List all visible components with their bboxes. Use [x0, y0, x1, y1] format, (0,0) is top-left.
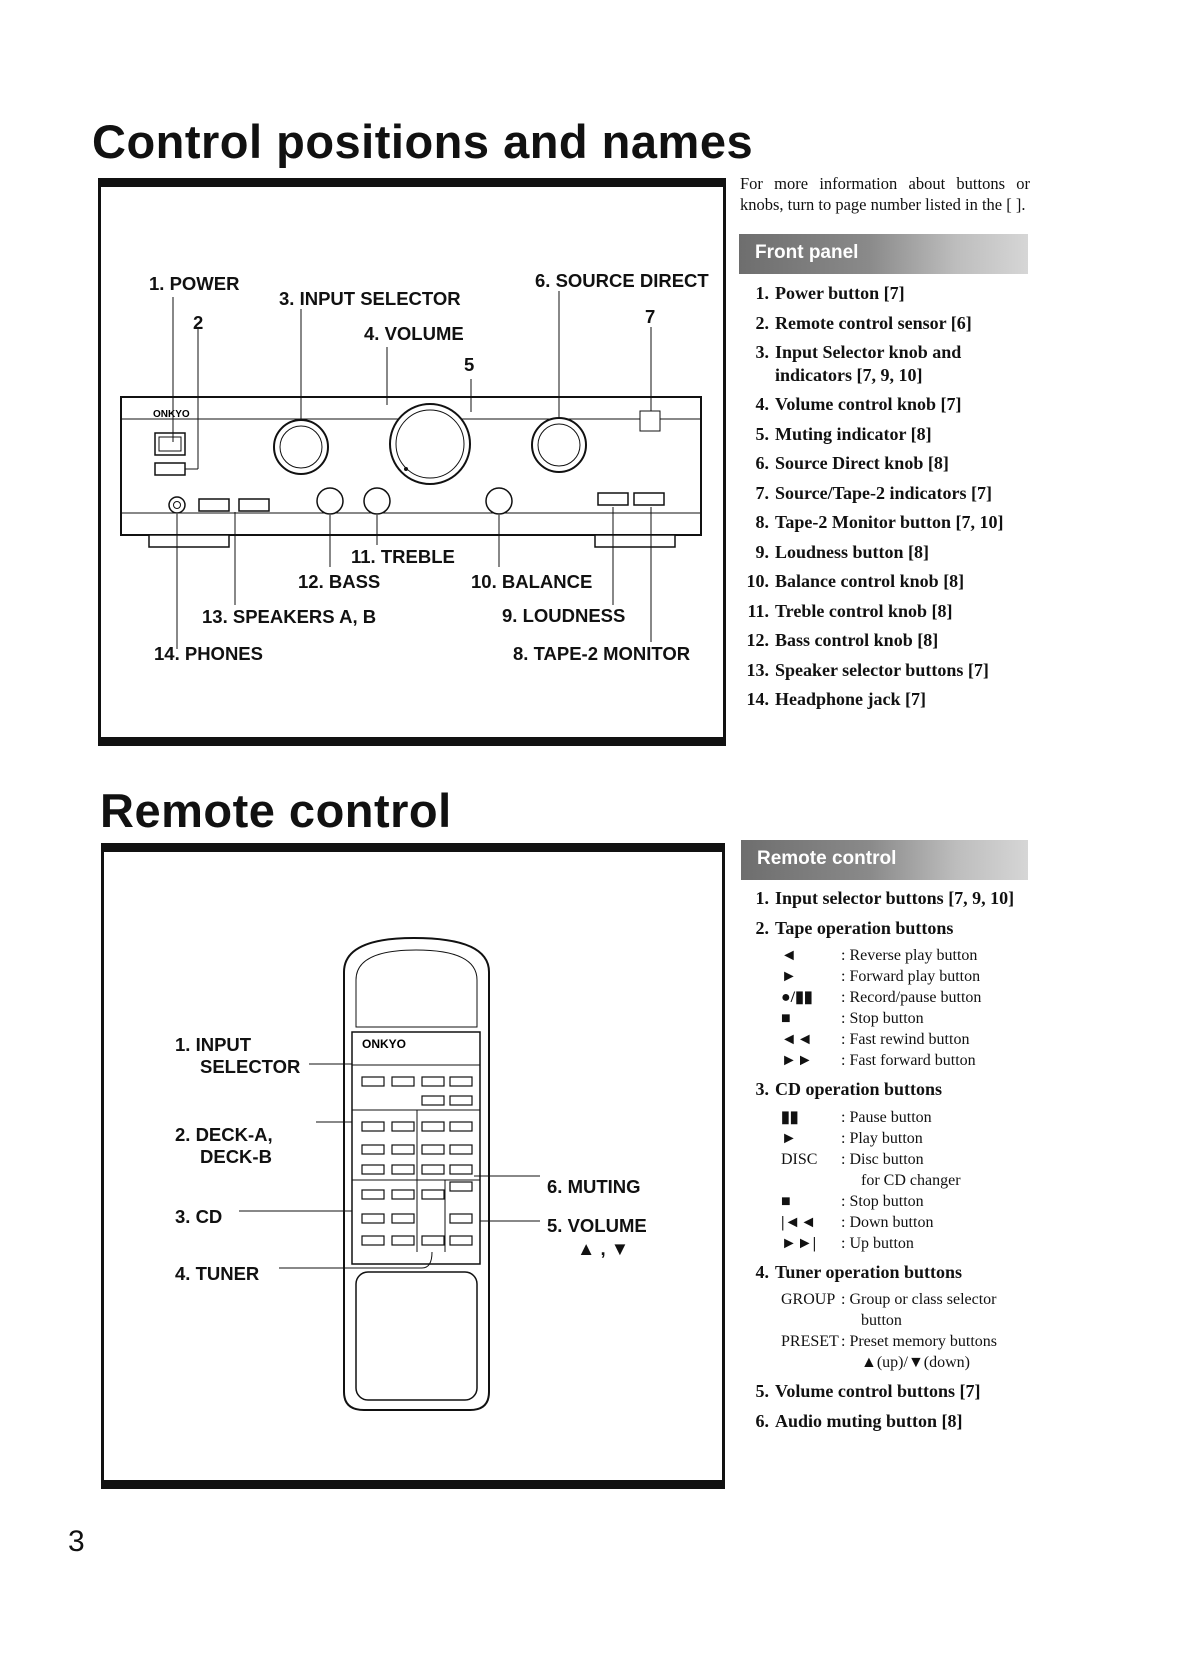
tuner-op-row: GROUP: Group or class selector	[781, 1291, 997, 1308]
callout-selector: SELECTOR	[200, 1056, 301, 1077]
tape-op-row: ►►: Fast forward button	[781, 1052, 976, 1069]
list-item: 6.Audio muting button [8]	[755, 1410, 963, 1431]
cd-op-row: ►►|: Up button	[781, 1234, 914, 1252]
callout-bass: 12. BASS	[298, 571, 381, 592]
remote-frame: ONKYO	[101, 843, 725, 1489]
list-item: 1.Power button [7]	[755, 283, 905, 303]
tape-op-row: ■: Stop button	[781, 1010, 924, 1027]
tuner-op-row: PRESET: Preset memory buttons	[781, 1333, 997, 1350]
list-item: 10.Balance control knob [8]	[746, 571, 965, 591]
callout-7: 7	[645, 306, 656, 327]
list-item: 11.Treble control knob [8]	[747, 600, 953, 621]
callout-5: 5	[464, 354, 475, 375]
remote-heading: Remote control	[741, 840, 1028, 880]
amp-brand: ONKYO	[153, 409, 190, 420]
page-number: 3	[68, 1525, 85, 1558]
tuner-op-row: ▲(up)/▼(down)	[861, 1354, 970, 1371]
list-item: 8.Tape-2 Monitor button [7, 10]	[755, 512, 1004, 532]
remote-list: 1.Input selector buttons [7, 9, 10] 2.Ta…	[741, 884, 1031, 1436]
tape-op-row: ◄◄: Fast rewind button	[781, 1031, 970, 1048]
callout-2: 2	[193, 312, 204, 333]
tape-op-row: ◄: Reverse play button	[781, 947, 978, 964]
callout-cd: 3. CD	[175, 1206, 223, 1227]
callout-tuner: 4. TUNER	[175, 1263, 260, 1284]
amplifier-illustration: ONKYO	[120, 291, 702, 649]
tuner-op-row: button	[861, 1312, 902, 1329]
callout-source-direct: 6. SOURCE DIRECT	[535, 270, 709, 291]
front-panel-list: 1.Power button [7] 2.Remote control sens…	[741, 279, 1031, 715]
tape-op-row: ►: Forward play button	[781, 968, 981, 985]
remote-brand: ONKYO	[362, 1037, 406, 1051]
front-panel-heading: Front panel	[739, 234, 1028, 274]
tape-op-row: ●/▮▮: Record/pause button	[781, 989, 982, 1006]
list-item: 5.Muting indicator [8]	[755, 423, 932, 444]
list-item: 2.Tape operation buttons	[755, 917, 954, 938]
list-item: 3.CD operation buttons	[755, 1079, 943, 1099]
list-item: 4.Volume control knob [7]	[755, 394, 962, 414]
list-item: 3.Input Selector knob and indicators [7,…	[755, 342, 962, 385]
cd-op-row: for CD changer	[861, 1171, 961, 1189]
remote-illustration: ONKYO	[239, 936, 540, 1411]
tape-ops-group: ◄: Reverse play button ►: Forward play b…	[741, 943, 1031, 1075]
list-item: 1.Input selector buttons [7, 9, 10]	[755, 888, 1015, 908]
callout-volume: 4. VOLUME	[364, 323, 464, 344]
front-panel-frame: ONKYO	[98, 178, 726, 746]
callout-speakers: 13. SPEAKERS A, B	[202, 606, 377, 627]
callout-deck-a: 2. DECK-A,	[175, 1124, 273, 1145]
cd-op-row: ►: Play button	[781, 1129, 923, 1147]
callout-treble: 11. TREBLE	[351, 546, 455, 567]
list-item: 6.Source Direct knob [8]	[755, 453, 949, 473]
list-item: 14.Headphone jack [7]	[746, 689, 927, 709]
callout-volume-arrows: ▲ , ▼	[577, 1238, 630, 1259]
callout-phones: 14. PHONES	[154, 643, 263, 664]
cd-op-row: ■: Stop button	[781, 1192, 924, 1210]
callout-muting: 6. MUTING	[547, 1176, 641, 1197]
callout-input: 1. INPUT	[175, 1034, 252, 1055]
tuner-ops-group: GROUP: Group or class selector button PR…	[741, 1287, 1031, 1377]
list-item: 5.Volume control buttons [7]	[755, 1381, 981, 1401]
cd-ops-group: ▮▮: Pause button ►: Play button DISC: Di…	[741, 1105, 1031, 1258]
remote-title: Remote control	[100, 784, 452, 837]
callout-deck-b: DECK-B	[200, 1146, 272, 1167]
callout-power: 1. POWER	[149, 273, 240, 294]
list-item: 4.Tuner operation buttons	[755, 1261, 963, 1282]
list-item: 7.Source/Tape-2 indicators [7]	[755, 482, 993, 503]
callout-input-selector: 3. INPUT SELECTOR	[279, 288, 461, 309]
list-item: 9.Loudness button [8]	[755, 541, 930, 562]
callout-volume-remote: 5. VOLUME	[547, 1215, 647, 1236]
list-item: 2.Remote control sensor [6]	[755, 312, 972, 333]
cd-op-row: ▮▮: Pause button	[781, 1108, 932, 1126]
callout-loudness: 9. LOUDNESS	[502, 605, 626, 626]
intro-text: For more information about buttons or kn…	[740, 174, 1030, 214]
cd-op-row: DISC: Disc button	[781, 1150, 924, 1168]
list-item: 13.Speaker selector buttons [7]	[746, 659, 989, 680]
page-title: Control positions and names	[92, 115, 754, 168]
callout-balance: 10. BALANCE	[471, 571, 593, 592]
list-item: 12.Bass control knob [8]	[746, 630, 939, 650]
cd-op-row: |◄◄: Down button	[781, 1213, 934, 1231]
callout-tape2-monitor: 8. TAPE-2 MONITOR	[513, 643, 691, 664]
